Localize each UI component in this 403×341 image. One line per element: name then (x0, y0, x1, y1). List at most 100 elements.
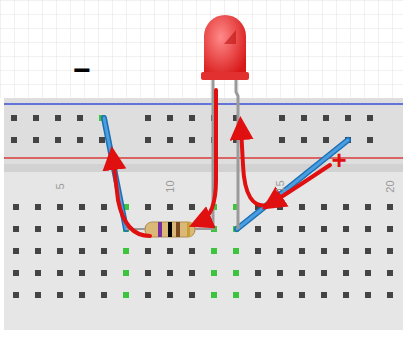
hole (387, 226, 393, 232)
hole (167, 292, 173, 298)
hole (99, 137, 105, 143)
hole (57, 292, 63, 298)
hole (13, 270, 19, 276)
hole (233, 270, 239, 276)
hole (13, 226, 19, 232)
hole (321, 292, 327, 298)
hole (277, 270, 283, 276)
hole (13, 292, 19, 298)
hole (367, 137, 373, 143)
hole (145, 115, 151, 121)
hole (301, 137, 307, 143)
hole (35, 248, 41, 254)
hole (299, 204, 305, 210)
hole (167, 115, 173, 121)
hole (167, 137, 173, 143)
hole (101, 226, 107, 232)
hole (279, 137, 285, 143)
hole (323, 115, 329, 121)
hole (277, 204, 283, 210)
column-number: 10 (165, 180, 176, 192)
hole (365, 270, 371, 276)
hole (55, 115, 61, 121)
hole (189, 292, 195, 298)
hole (145, 292, 151, 298)
hole (167, 204, 173, 210)
hole (79, 226, 85, 232)
hole (167, 248, 173, 254)
plus-label: + (331, 147, 346, 173)
hole (323, 137, 329, 143)
hole (387, 292, 393, 298)
hole (123, 270, 129, 276)
hole (57, 270, 63, 276)
column-number: 15 (275, 180, 286, 192)
hole (145, 204, 151, 210)
hole (123, 292, 129, 298)
hole (211, 270, 217, 276)
hole (35, 226, 41, 232)
hole (367, 115, 373, 121)
hole (233, 248, 239, 254)
hole (299, 292, 305, 298)
hole (33, 115, 39, 121)
hole (189, 115, 195, 121)
hole (167, 270, 173, 276)
hole (101, 248, 107, 254)
hole (101, 204, 107, 210)
hole (189, 248, 195, 254)
hole (279, 115, 285, 121)
hole (11, 115, 17, 121)
hole (145, 248, 151, 254)
hole (277, 226, 283, 232)
hole (101, 292, 107, 298)
hole (255, 248, 261, 254)
hole (101, 270, 107, 276)
hole (77, 137, 83, 143)
hole (255, 270, 261, 276)
hole (387, 248, 393, 254)
hole (343, 248, 349, 254)
minus-label: − (73, 55, 91, 85)
hole (145, 137, 151, 143)
hole (123, 248, 129, 254)
hole (79, 292, 85, 298)
hole (33, 137, 39, 143)
column-number: 5 (55, 183, 66, 189)
hole (299, 270, 305, 276)
hole (387, 270, 393, 276)
hole (255, 226, 261, 232)
hole (211, 292, 217, 298)
hole (343, 226, 349, 232)
hole (343, 270, 349, 276)
hole (189, 270, 195, 276)
hole (57, 248, 63, 254)
hole (79, 204, 85, 210)
hole (365, 248, 371, 254)
hole (79, 270, 85, 276)
hole (77, 115, 83, 121)
hole (57, 226, 63, 232)
hole (321, 248, 327, 254)
hole (345, 115, 351, 121)
hole (11, 137, 17, 143)
hole (343, 204, 349, 210)
hole (255, 292, 261, 298)
hole (365, 292, 371, 298)
hole (387, 204, 393, 210)
hole (57, 204, 63, 210)
hole (301, 115, 307, 121)
hole (299, 248, 305, 254)
hole (79, 248, 85, 254)
hole (321, 204, 327, 210)
hole (343, 292, 349, 298)
column-number: 20 (385, 180, 396, 192)
hole (189, 204, 195, 210)
hole (189, 137, 195, 143)
hole (55, 137, 61, 143)
hole (13, 248, 19, 254)
hole (299, 226, 305, 232)
hole (365, 226, 371, 232)
hole (233, 292, 239, 298)
